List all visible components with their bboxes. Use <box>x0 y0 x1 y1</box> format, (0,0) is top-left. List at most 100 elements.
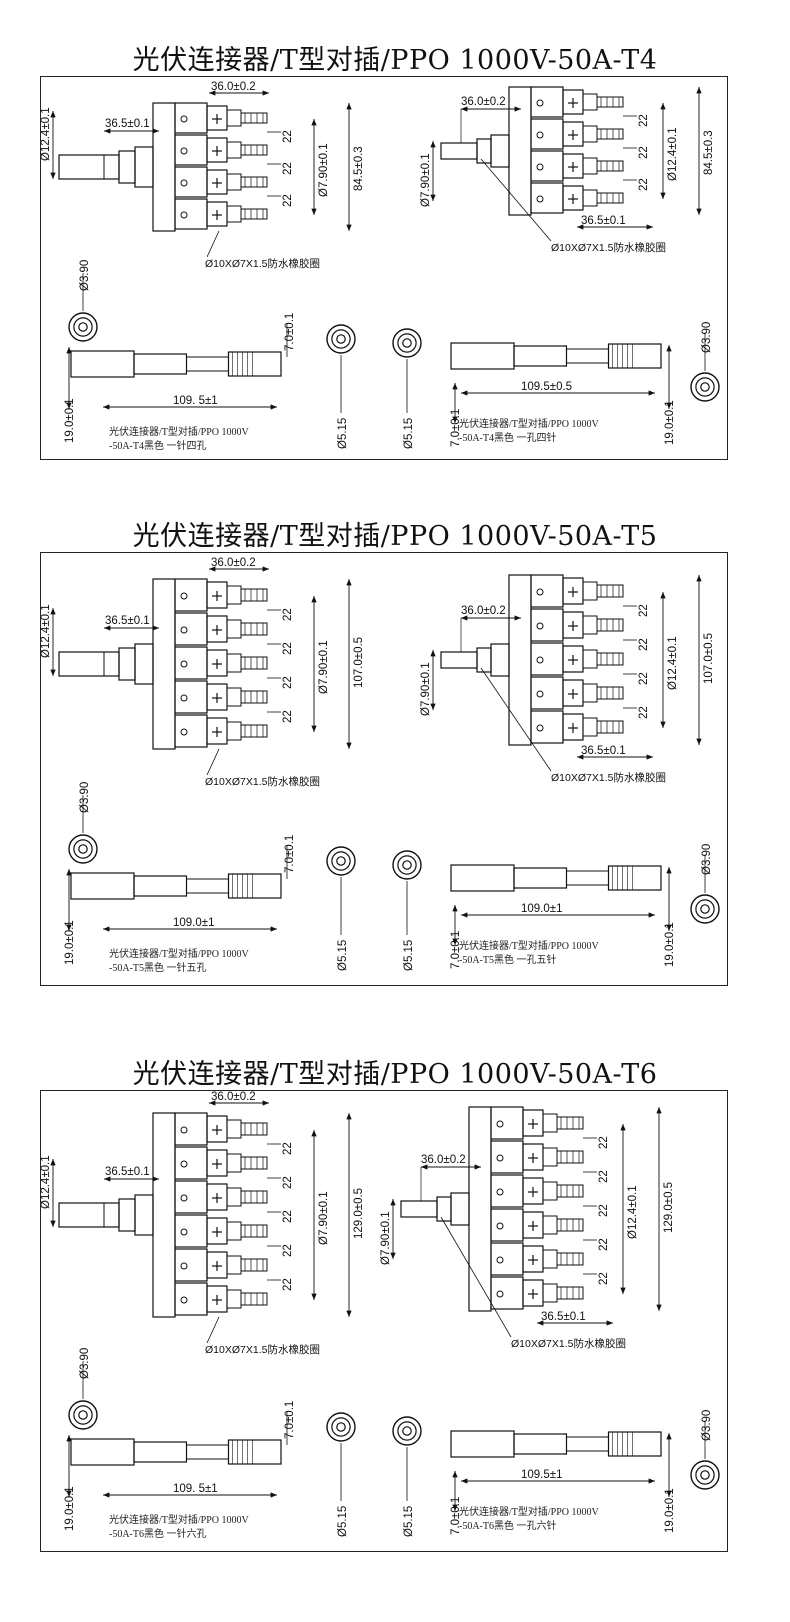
pin-a-diameter: Ø5.15 <box>337 418 349 449</box>
width-dimension: 36.0±0.2 <box>211 81 256 93</box>
dimension-arrow <box>452 416 458 423</box>
dimension-arrow <box>666 1490 672 1497</box>
dimension-arrow <box>452 383 458 390</box>
spacing-dimension: 22 <box>638 638 650 651</box>
connector-end <box>227 873 282 899</box>
width-dimension: 36.0±0.2 <box>211 1091 256 1103</box>
caption-left-line1: 光伏连接器/T型对插/PPO 1000V <box>109 947 250 960</box>
port-latch <box>536 656 544 664</box>
spacing-dimension: 22 <box>282 1210 294 1223</box>
port-latch <box>536 588 544 596</box>
port-latch <box>496 1290 504 1298</box>
junction-body <box>468 1106 492 1312</box>
end-view-mid <box>695 1465 715 1485</box>
dimension-arrow <box>452 1471 458 1478</box>
dimension-arrow <box>104 1176 111 1182</box>
dimension-arrow <box>660 592 666 599</box>
right-height-dimension: 19.0±0.1 <box>664 922 676 967</box>
dimension-arrow <box>346 579 352 586</box>
port-seal <box>542 1147 558 1167</box>
port-latch <box>496 1154 504 1162</box>
end-view-mid <box>397 1421 417 1441</box>
end-view-mid <box>695 899 715 919</box>
spacing-dimension: 22 <box>598 1204 610 1217</box>
port-seal <box>542 1181 558 1201</box>
stem-body <box>450 1192 470 1226</box>
dimension-arrow <box>104 625 111 631</box>
end-view-inner <box>336 334 346 344</box>
spacing-dimension: 22 <box>638 672 650 685</box>
port-latch <box>180 694 188 702</box>
port-latch <box>180 1126 188 1134</box>
dimension-arrow <box>152 128 159 134</box>
port-housing <box>490 1140 524 1174</box>
dimension-arrow <box>656 1304 662 1311</box>
leader-line <box>206 1316 220 1344</box>
dimension-arrow <box>262 566 269 572</box>
connector-cable <box>186 1444 229 1460</box>
port-latch <box>180 147 188 155</box>
caption-left-line2: -50A-T4黑色 一针四孔 <box>109 439 207 452</box>
dimension-arrow <box>461 390 468 396</box>
dimension-arrow <box>514 615 521 621</box>
dimension-arrow <box>430 650 436 657</box>
stem-body <box>134 1194 154 1236</box>
dimension-arrow <box>270 926 277 932</box>
connector-body <box>450 1430 515 1458</box>
stem-length-dimension: 36.5±0.1 <box>105 1166 150 1178</box>
spacing-dimension: 22 <box>282 162 294 175</box>
dimension-arrow <box>514 106 521 112</box>
port-seal <box>226 1119 242 1139</box>
spacing-dimension: 22 <box>638 178 650 191</box>
dimension-arrow <box>346 742 352 749</box>
stem-length-dimension: 36.5±0.1 <box>105 118 150 130</box>
port-seal <box>542 1215 558 1235</box>
right-length-dimension: 109.0±1 <box>521 903 563 915</box>
left-length-dimension: 109. 5±1 <box>173 1483 218 1495</box>
junction-body <box>152 1112 176 1318</box>
stem-length-dimension: 36.5±0.1 <box>581 745 626 757</box>
right-height-dimension: 19.0±0.1 <box>664 1488 676 1533</box>
dimension-arrow <box>50 669 56 676</box>
pin-b-diameter: Ø5.15 <box>403 1506 415 1537</box>
spacing-dimension: 22 <box>638 114 650 127</box>
dimension-arrow <box>577 754 584 760</box>
spacing-dimension: 22 <box>282 642 294 655</box>
height-dimension: 107.0±0.5 <box>353 637 365 688</box>
port-housing <box>490 1208 524 1242</box>
port-housing <box>490 1106 524 1140</box>
end-view-left <box>68 312 98 342</box>
spacing-dimension: 22 <box>282 1244 294 1257</box>
dimension-arrow <box>537 1320 544 1326</box>
caption-right-line2: -50A-T5黑色 一孔五针 <box>459 953 557 966</box>
dimension-arrow <box>660 103 666 110</box>
port-housing <box>174 1112 208 1146</box>
dimension-arrow <box>461 1478 468 1484</box>
port-cable <box>556 1218 584 1232</box>
end-view-right <box>690 372 720 402</box>
dimension-arrow <box>346 1310 352 1317</box>
port-cable <box>240 176 268 188</box>
spacing-dimension: 22 <box>282 130 294 143</box>
dimension-arrow <box>50 1220 56 1227</box>
pin-b-diameter: Ø5.15 <box>403 418 415 449</box>
caption-right-line1: 光伏连接器/T型对插/PPO 1000V <box>459 1505 600 1518</box>
dimension-arrow <box>452 938 458 945</box>
dimension-arrow <box>461 912 468 918</box>
spacing-dimension: 22 <box>598 1238 610 1251</box>
leader-line <box>440 1216 512 1338</box>
dimension-arrow <box>660 192 666 199</box>
dimension-arrow <box>311 208 317 215</box>
end-view-right <box>690 1460 720 1490</box>
dimension-arrow <box>104 128 111 134</box>
width-dimension: 36.0±0.2 <box>421 1154 466 1166</box>
spacing-dimension: 22 <box>282 608 294 621</box>
stem-nut <box>436 1196 452 1222</box>
spacing-dimension: 22 <box>282 194 294 207</box>
left-end-diameter: Ø3.90 <box>79 1348 91 1379</box>
right-top-dimension: 7.0±0.1 <box>450 409 462 447</box>
height-dimension: 129.0±0.5 <box>353 1188 365 1239</box>
